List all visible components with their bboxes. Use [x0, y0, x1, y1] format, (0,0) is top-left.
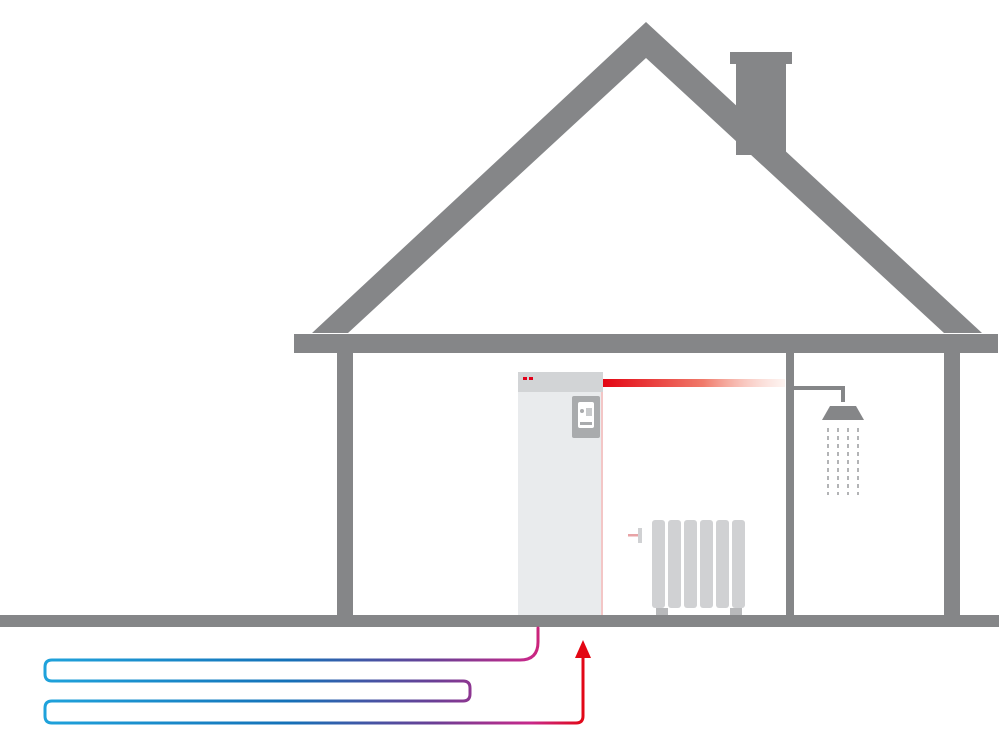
- control-knob-icon: [580, 409, 584, 413]
- shower-arm: [794, 386, 845, 402]
- control-screen: [586, 408, 592, 416]
- radiator-fin: [716, 520, 729, 608]
- heat-pump-edge: [601, 392, 603, 615]
- ceiling-beam: [294, 334, 998, 353]
- shower: [794, 386, 864, 495]
- shower-head-icon: [822, 406, 864, 420]
- radiator: [628, 520, 745, 615]
- ground-loop-pipe: [43, 626, 585, 725]
- ground-collector-loop: [43, 626, 591, 725]
- radiator-fin: [700, 520, 713, 608]
- radiator-fin: [684, 520, 697, 608]
- control-bar: [580, 422, 592, 425]
- ground-loop-arrow-icon: [575, 640, 591, 658]
- inner-wall: [786, 353, 794, 618]
- ground-line: [0, 615, 999, 627]
- brand-logo: [523, 377, 533, 380]
- heat-pump-top: [518, 372, 603, 392]
- radiator-fin: [732, 520, 745, 608]
- radiator-fin: [668, 520, 681, 608]
- roof: [312, 22, 982, 333]
- radiator-fin: [652, 520, 665, 608]
- heat-pump-unit: [518, 372, 603, 615]
- hot-water-pipe: [603, 379, 785, 387]
- right-wall: [944, 353, 960, 618]
- shower-water: [827, 428, 859, 495]
- left-wall: [337, 353, 353, 618]
